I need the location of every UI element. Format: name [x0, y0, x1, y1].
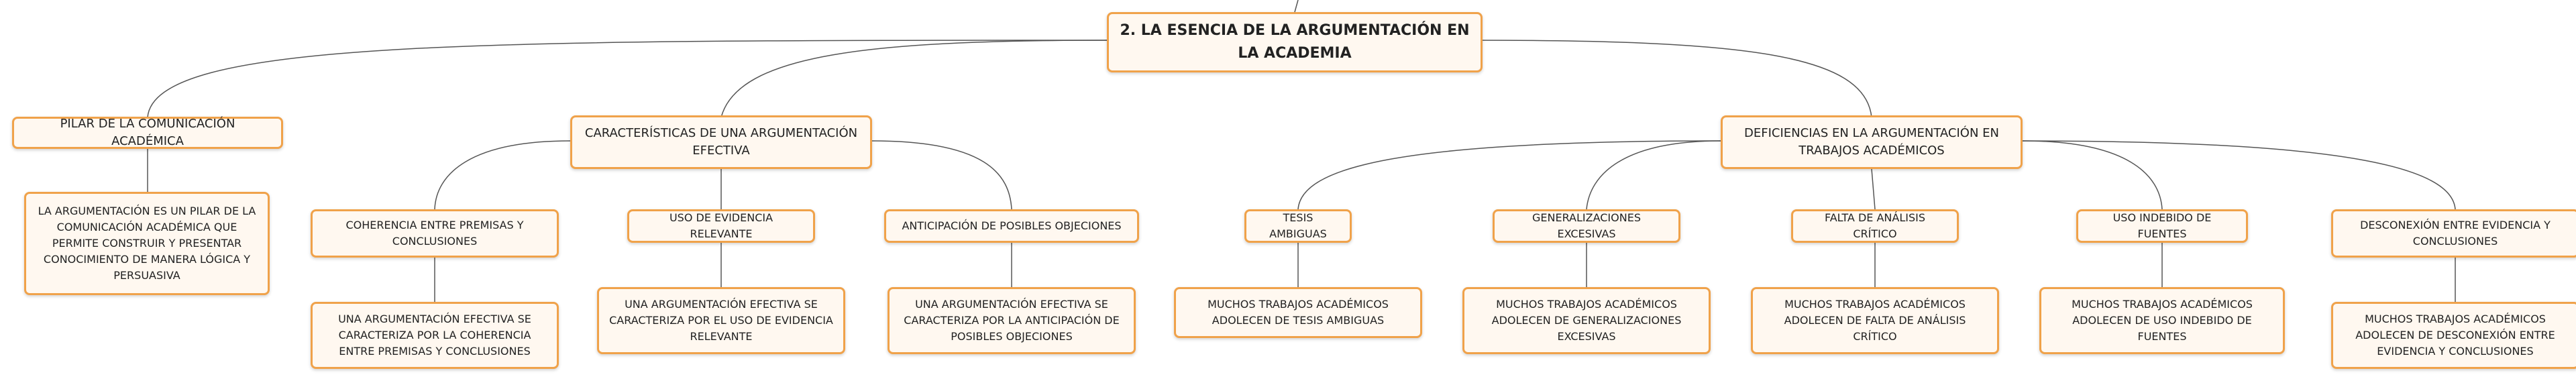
detail-label: UNA ARGUMENTACIÓN EFECTIVA SE CARACTERIZ…	[338, 313, 531, 358]
root-label: 2. LA ESENCIA DE LA ARGUMENTACIÓN EN LA …	[1120, 22, 1470, 62]
tesis-node[interactable]: TESIS AMBIGUAS	[1244, 209, 1352, 243]
detail-label: UNA ARGUMENTACIÓN EFECTIVA SE CARACTERIZ…	[904, 298, 1120, 343]
detail-label: LA ARGUMENTACIÓN ES UN PILAR DE LA COMUN…	[38, 205, 256, 282]
child-label: USO INDEBIDO DE FUENTES	[2112, 211, 2212, 240]
generalizaciones-node[interactable]: GENERALIZACIONES EXCESIVAS	[1493, 209, 1680, 243]
detail-label: UNA ARGUMENTACIÓN EFECTIVA SE CARACTERIZ…	[609, 298, 833, 343]
generalizaciones-detail-node[interactable]: MUCHOS TRABAJOS ACADÉMICOS ADOLECEN DE G…	[1462, 287, 1711, 354]
pilar-detail-node[interactable]: LA ARGUMENTACIÓN ES UN PILAR DE LA COMUN…	[24, 192, 270, 295]
child-label: USO DE EVIDENCIA RELEVANTE	[669, 211, 773, 240]
detail-label: MUCHOS TRABAJOS ACADÉMICOS ADOLECEN DE D…	[2355, 313, 2555, 358]
detail-label: MUCHOS TRABAJOS ACADÉMICOS ADOLECEN DE G…	[1491, 298, 1682, 343]
branch-label: PILAR DE LA COMUNICACIÓN ACADÉMICA	[60, 117, 235, 148]
detail-label: MUCHOS TRABAJOS ACADÉMICOS ADOLECEN DE F…	[1784, 298, 1966, 343]
branch-pilar-node[interactable]: PILAR DE LA COMUNICACIÓN ACADÉMICA	[12, 117, 283, 149]
child-label: COHERENCIA ENTRE PREMISAS Y CONCLUSIONES	[345, 219, 524, 248]
child-label: FALTA DE ANÁLISIS CRÍTICO	[1825, 211, 1925, 240]
child-label: DESCONEXIÓN ENTRE EVIDENCIA Y CONCLUSION…	[2360, 219, 2551, 248]
coherencia-node[interactable]: COHERENCIA ENTRE PREMISAS Y CONCLUSIONES	[311, 209, 559, 258]
analisis-critico-detail-node[interactable]: MUCHOS TRABAJOS ACADÉMICOS ADOLECEN DE F…	[1751, 287, 1999, 354]
branch-caracteristicas-node[interactable]: CARACTERÍSTICAS DE UNA ARGUMENTACIÓN EFE…	[570, 115, 872, 169]
evidencia-detail-node[interactable]: UNA ARGUMENTACIÓN EFECTIVA SE CARACTERIZ…	[597, 287, 845, 354]
coherencia-detail-node[interactable]: UNA ARGUMENTACIÓN EFECTIVA SE CARACTERIZ…	[311, 302, 559, 369]
analisis-critico-node[interactable]: FALTA DE ANÁLISIS CRÍTICO	[1791, 209, 1959, 243]
objeciones-node[interactable]: ANTICIPACIÓN DE POSIBLES OBJECIONES	[884, 209, 1139, 243]
detail-label: MUCHOS TRABAJOS ACADÉMICOS ADOLECEN DE T…	[1208, 298, 1389, 327]
detail-label: MUCHOS TRABAJOS ACADÉMICOS ADOLECEN DE U…	[2072, 298, 2253, 343]
evidencia-node[interactable]: USO DE EVIDENCIA RELEVANTE	[627, 209, 815, 243]
child-label: GENERALIZACIONES EXCESIVAS	[1532, 211, 1641, 240]
child-label: TESIS AMBIGUAS	[1269, 211, 1327, 240]
desconexion-detail-node[interactable]: MUCHOS TRABAJOS ACADÉMICOS ADOLECEN DE D…	[2331, 302, 2576, 369]
root-node[interactable]: 2. LA ESENCIA DE LA ARGUMENTACIÓN EN LA …	[1107, 12, 1483, 72]
fuentes-node[interactable]: USO INDEBIDO DE FUENTES	[2076, 209, 2248, 243]
branch-label: CARACTERÍSTICAS DE UNA ARGUMENTACIÓN EFE…	[584, 126, 858, 158]
tesis-detail-node[interactable]: MUCHOS TRABAJOS ACADÉMICOS ADOLECEN DE T…	[1174, 287, 1422, 338]
desconexion-node[interactable]: DESCONEXIÓN ENTRE EVIDENCIA Y CONCLUSION…	[2331, 209, 2576, 258]
objeciones-detail-node[interactable]: UNA ARGUMENTACIÓN EFECTIVA SE CARACTERIZ…	[888, 287, 1136, 354]
child-label: ANTICIPACIÓN DE POSIBLES OBJECIONES	[902, 219, 1122, 232]
branch-deficiencias-node[interactable]: DEFICIENCIAS EN LA ARGUMENTACIÓN EN TRAB…	[1721, 115, 2023, 169]
branch-label: DEFICIENCIAS EN LA ARGUMENTACIÓN EN TRAB…	[1744, 126, 1999, 158]
fuentes-detail-node[interactable]: MUCHOS TRABAJOS ACADÉMICOS ADOLECEN DE U…	[2039, 287, 2285, 354]
